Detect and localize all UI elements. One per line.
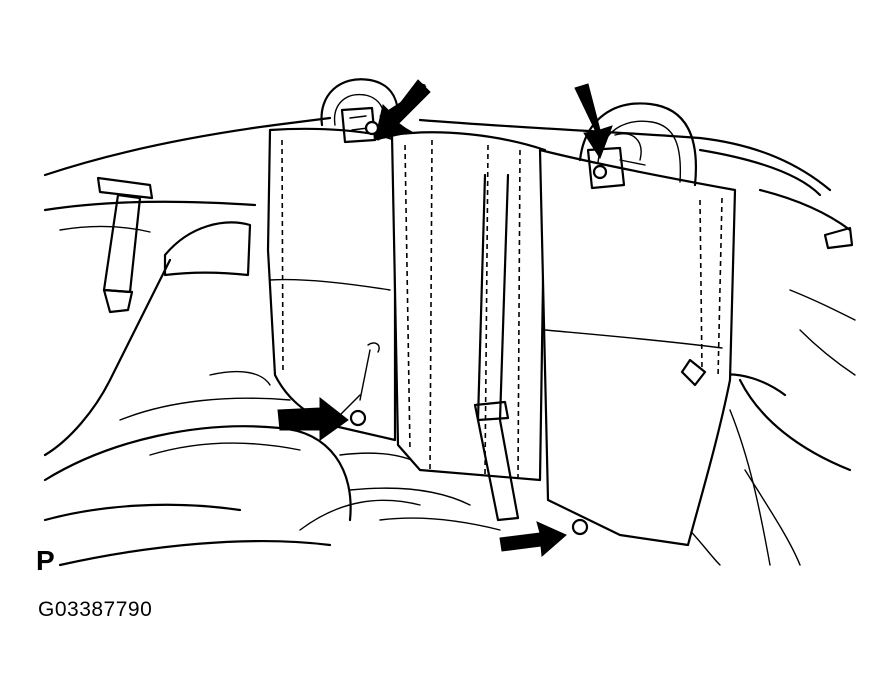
arrow-icon [499, 521, 567, 558]
car-interior-outline [43, 116, 856, 567]
arrow-icon [574, 83, 613, 160]
seatback-left [266, 127, 397, 442]
corner-letter: P [36, 545, 55, 576]
mount-bolts [349, 120, 608, 536]
figure-code: G03387790 [38, 598, 153, 621]
arrow-icon [277, 396, 349, 441]
seat-belt [359, 173, 707, 522]
seatback-center [390, 131, 547, 482]
seatback-right [538, 148, 737, 547]
arrow-icon [374, 79, 431, 141]
